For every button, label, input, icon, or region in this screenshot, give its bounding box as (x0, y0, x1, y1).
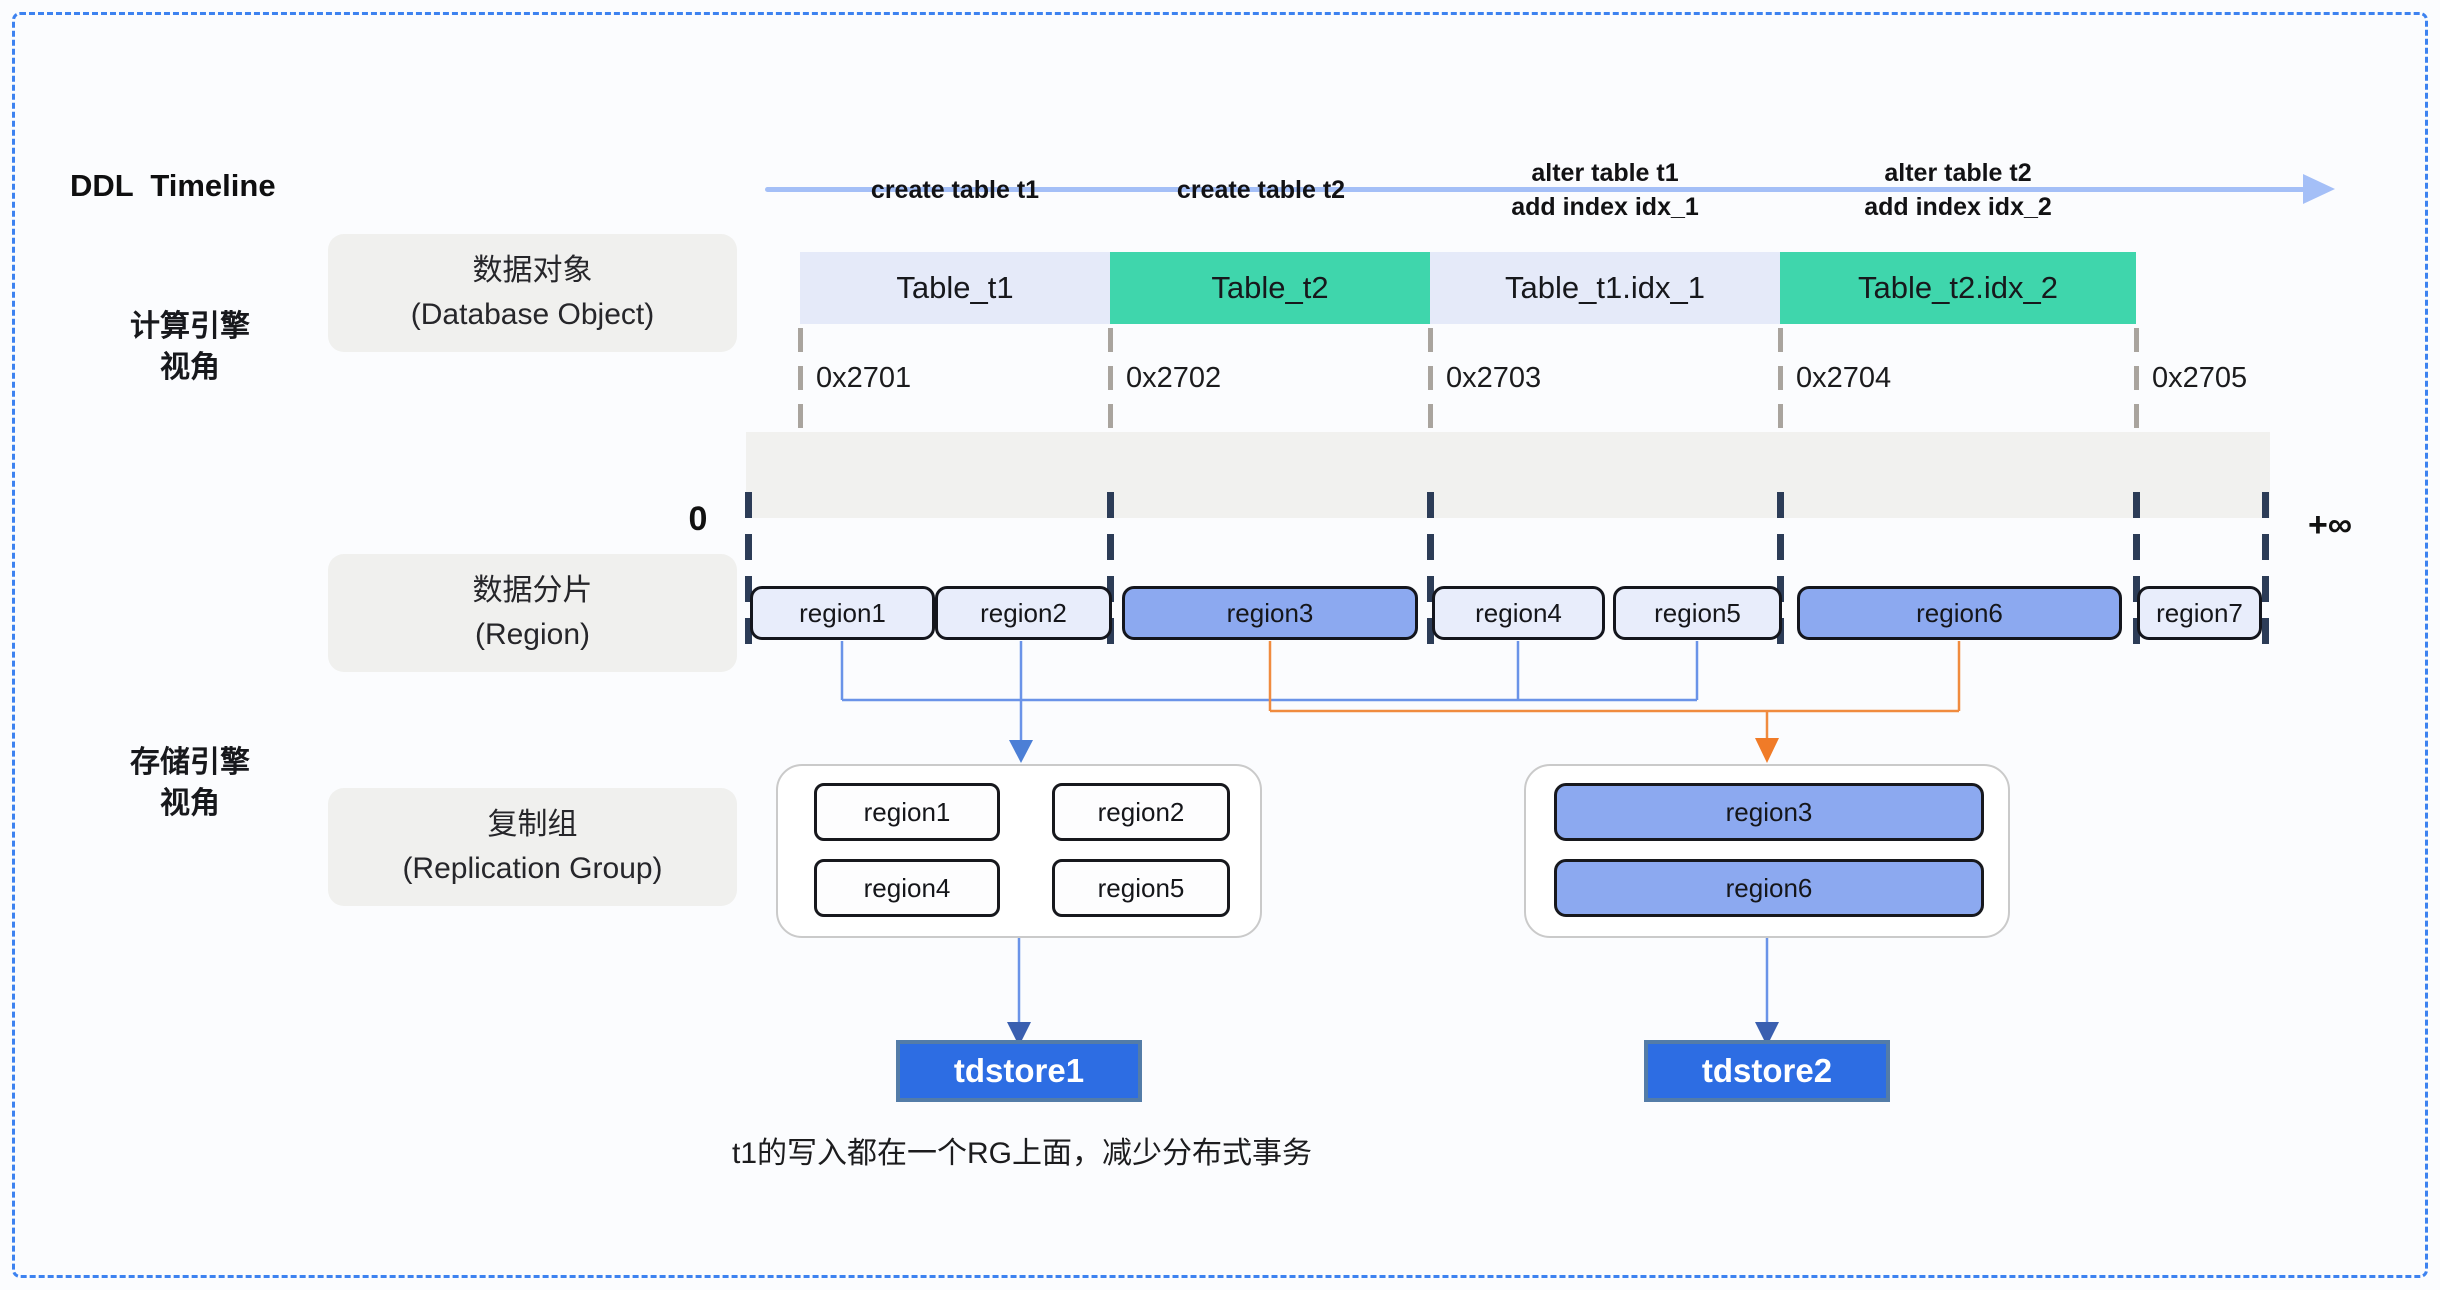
event-create-table-t1: create table t1 (795, 156, 1115, 224)
range-end-label: +∞ (2307, 506, 2353, 544)
region2-box: region2 (935, 586, 1112, 640)
table-t1-idx1-box: Table_t1.idx_1 (1430, 252, 1780, 324)
rg1-region2: region2 (1052, 783, 1230, 841)
range-divider-dash (2133, 492, 2140, 654)
orange-region-links (1268, 641, 1961, 738)
label-line: 复制组 (487, 808, 578, 841)
timeline-axis-line (765, 187, 2305, 192)
region1-box: region1 (750, 586, 935, 640)
label-line: (Database Object) (410, 298, 655, 331)
replication-group-label-box: 复制组 (Replication Group) (328, 788, 737, 906)
range-divider-dash (1107, 492, 1114, 654)
event-line: alter table t1 (1531, 159, 1679, 187)
rg1-region4: region4 (814, 859, 1000, 917)
table-t2-idx2-box: Table_t2.idx_2 (1780, 252, 2136, 324)
event-line: create table t1 (870, 176, 1040, 204)
event-alter-table-t2: alter table t2 add index idx_2 (1798, 156, 2118, 224)
rg2-region6: region6 (1554, 859, 1984, 917)
tdstore1-node: tdstore1 (896, 1040, 1142, 1102)
database-object-label-box: 数据对象 (Database Object) (328, 234, 737, 352)
replication-group-2: region3 region6 (1524, 764, 2010, 938)
rg2-region3: region3 (1554, 783, 1984, 841)
table-t2-box: Table_t2 (1110, 252, 1430, 324)
event-alter-table-t1: alter table t1 add index idx_1 (1445, 156, 1765, 224)
region4-box: region4 (1432, 586, 1605, 640)
range-start-label: 0 (688, 500, 708, 538)
label-line: 存储引擎 (130, 746, 250, 779)
version-label: 0x2702 (1126, 362, 1222, 394)
event-line: add index idx_1 (1511, 193, 1699, 221)
rg1-region5: region5 (1052, 859, 1230, 917)
version-label: 0x2703 (1446, 362, 1542, 394)
rg-to-store-links (1017, 938, 1769, 1022)
region6-box: region6 (1797, 586, 2122, 640)
region5-box: region5 (1613, 586, 1782, 640)
version-boundary-dash (1108, 328, 1113, 480)
label-line: 数据对象 (472, 254, 593, 287)
event-line: create table t2 (1176, 176, 1346, 204)
compute-engine-perspective-label: 计算引擎 视角 (60, 306, 320, 388)
rg1-arrow-icon (1009, 740, 1033, 763)
range-divider-dash (2262, 492, 2269, 654)
version-boundary-dash (1428, 328, 1433, 480)
table-t1-box: Table_t1 (800, 252, 1110, 324)
range-divider-dash (1777, 492, 1784, 654)
version-boundary-dash (1778, 328, 1783, 480)
version-label: 0x2705 (2152, 362, 2248, 394)
range-divider-dash (1427, 492, 1434, 654)
version-label: 0x2704 (1796, 362, 1892, 394)
tdstore2-node: tdstore2 (1644, 1040, 1890, 1102)
version-label: 0x2701 (816, 362, 912, 394)
region3-box: region3 (1122, 586, 1418, 640)
label-line: 视角 (160, 787, 220, 820)
rg2-arrow-icon (1755, 738, 1779, 763)
region7-box: region7 (2137, 586, 2262, 640)
diagram-caption: t1的写入都在一个RG上面，减少分布式事务 (731, 1137, 1313, 1170)
blue-region-links (840, 641, 1699, 740)
label-line: 计算引擎 (130, 310, 250, 343)
event-line: alter table t2 (1884, 159, 2032, 187)
label-line: (Region) (474, 618, 591, 651)
timeline-arrowhead-icon (2303, 174, 2335, 204)
event-line: add index idx_2 (1864, 193, 2052, 221)
ddl-timeline-title: DDL Timeline (70, 168, 276, 203)
version-boundary-dash (798, 328, 803, 480)
label-line: (Replication Group) (402, 852, 663, 885)
label-line: 数据分片 (472, 574, 593, 607)
region-label-box: 数据分片 (Region) (328, 554, 737, 672)
event-create-table-t2: create table t2 (1101, 156, 1421, 224)
replication-group-1: region1 region2 region4 region5 (776, 764, 1262, 938)
key-range-band (746, 432, 2270, 518)
range-divider-dash (745, 492, 752, 654)
storage-engine-perspective-label: 存储引擎 视角 (60, 742, 320, 824)
label-line: 视角 (160, 351, 220, 384)
rg1-region1: region1 (814, 783, 1000, 841)
version-boundary-dash (2134, 328, 2139, 480)
